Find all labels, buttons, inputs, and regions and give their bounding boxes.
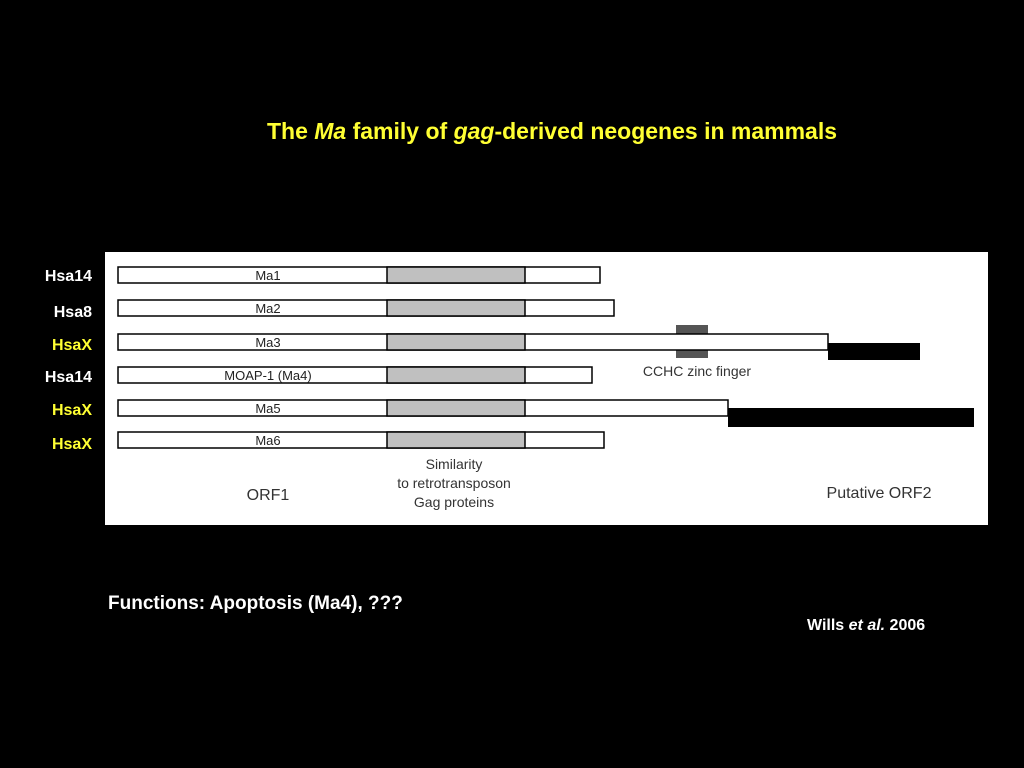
gag-domain-ma1: [386, 266, 526, 284]
citation-year: 2006: [885, 617, 926, 634]
gene-row-ma2: Ma2: [117, 299, 615, 317]
orf2-bar-ma3: [828, 343, 920, 360]
orf1-bar-ma2: [117, 299, 615, 317]
gene-row-ma6: Ma6: [117, 431, 605, 449]
gag-domain-ma4: [386, 366, 526, 384]
gene-row-ma4: MOAP-1 (Ma4): [117, 366, 593, 384]
gag-domain-ma5: [386, 399, 526, 417]
title-part-1: The: [266, 118, 315, 144]
slide-title: The Ma family of gag-derived neogenes in…: [0, 118, 1024, 145]
citation: Wills et al. 2006: [807, 617, 925, 635]
gene-label-ma5: Ma5: [255, 401, 280, 416]
citation-author: Wills: [807, 617, 849, 634]
gene-row-ma5: Ma5: [117, 399, 974, 427]
gene-label-ma1: Ma1: [255, 268, 280, 283]
zinc-finger-label: CCHC zinc finger: [643, 363, 751, 379]
chrom-label-ma6: HsaX: [51, 436, 92, 453]
chrom-label-ma4: Hsa14: [44, 369, 92, 386]
title-part-3: -derived neogenes in mammals: [494, 118, 838, 144]
chrom-label-ma1: Hsa14: [44, 268, 92, 285]
gene-label-ma2: Ma2: [255, 301, 280, 316]
gag-domain-ma2: [386, 299, 526, 317]
title-italic-gag: gag: [453, 118, 495, 144]
gene-diagram: Ma1 Ma2 Ma3 MOAP-1 (Ma4) Ma5: [117, 266, 974, 510]
orf2-label: Putative ORF2: [827, 485, 932, 502]
gene-label-ma6: Ma6: [255, 433, 280, 448]
title-italic-ma: Ma: [314, 118, 347, 144]
orf1-bar-ma6: [117, 431, 605, 449]
gene-label-ma3: Ma3: [255, 335, 280, 350]
gag-domain-ma3: [386, 333, 526, 351]
title-part-2: family of: [346, 118, 454, 144]
chrom-label-ma2: Hsa8: [53, 304, 92, 321]
chrom-label-ma5: HsaX: [51, 402, 92, 419]
orf2-bar-ma5: [728, 408, 974, 427]
functions-text: Functions: Apoptosis (Ma4), ???: [108, 593, 403, 614]
citation-et-al: et al.: [848, 617, 886, 634]
orf1-bar-ma1: [117, 266, 601, 284]
gene-row-ma3: Ma3: [117, 325, 920, 360]
similarity-label-line-3: Gag proteins: [414, 494, 494, 510]
orf1-label: ORF1: [247, 487, 290, 504]
gene-row-ma1: Ma1: [117, 266, 601, 284]
similarity-label-line-1: Similarity: [426, 456, 483, 472]
gene-diagram-panel: Ma1 Ma2 Ma3 MOAP-1 (Ma4) Ma5: [105, 252, 988, 525]
chrom-label-ma3: HsaX: [51, 337, 92, 354]
gag-domain-ma6: [386, 431, 526, 449]
gene-label-ma4: MOAP-1 (Ma4): [224, 368, 311, 383]
similarity-label-line-2: to retrotransposon: [397, 475, 511, 491]
